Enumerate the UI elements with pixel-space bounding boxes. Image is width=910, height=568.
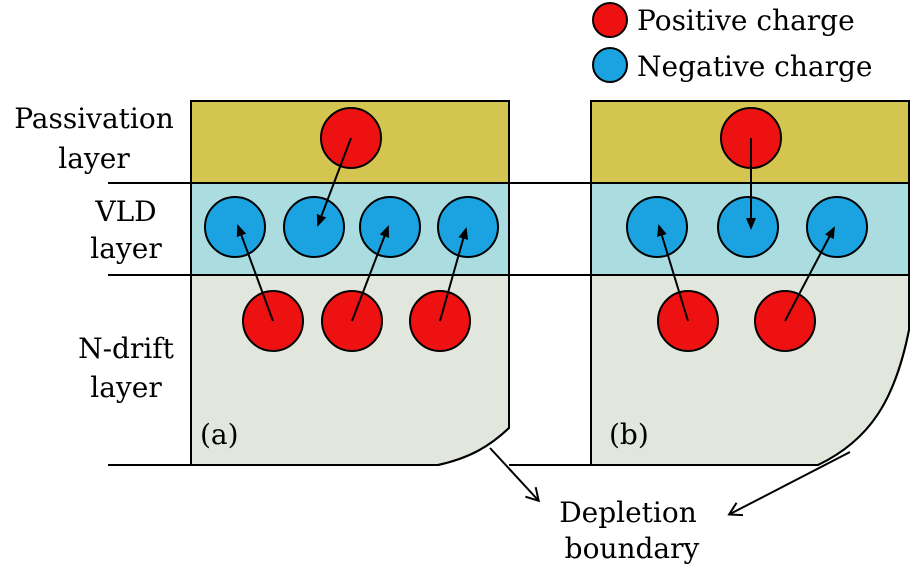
depletion-label-line1: Depletion — [559, 496, 697, 529]
passivation-label-line2: layer — [58, 142, 130, 175]
negative-charge — [437, 196, 499, 258]
negative-charge — [204, 196, 266, 258]
legend-negative-label: Negative charge — [637, 50, 872, 83]
depletion-boundary-curve-b — [817, 329, 910, 466]
negative-charge — [359, 196, 421, 258]
negative-charge — [283, 196, 345, 258]
panel-b-tag: (b) — [609, 418, 649, 451]
vld-label-line1: VLD — [94, 195, 156, 228]
charge-arrow — [657, 224, 689, 322]
negative-charge — [626, 196, 688, 258]
charge-arrow — [236, 224, 274, 322]
depletion-pointer-arrow — [727, 451, 851, 517]
ndrift-label-line1: N-drift — [78, 332, 175, 365]
ndrift-label-line2: layer — [90, 371, 162, 404]
charge-arrow — [439, 227, 469, 322]
panel-a-tag: (a) — [200, 418, 239, 451]
negative-charge — [806, 196, 868, 258]
legend-positive-swatch — [592, 2, 628, 38]
legend-negative-swatch — [592, 47, 628, 83]
depletion-pointer-arrow — [489, 447, 541, 503]
negative-charge — [717, 196, 779, 258]
charge-arrow — [316, 137, 352, 227]
charge-arrow — [784, 226, 835, 322]
passivation-label-line1: Passivation — [14, 102, 174, 135]
depletion-label-line2: boundary — [565, 532, 700, 565]
vld-label-line2: layer — [90, 232, 162, 265]
depletion-boundary-curve-a — [437, 427, 510, 466]
charge-arrow — [351, 225, 390, 322]
legend-positive-label: Positive charge — [637, 4, 855, 37]
